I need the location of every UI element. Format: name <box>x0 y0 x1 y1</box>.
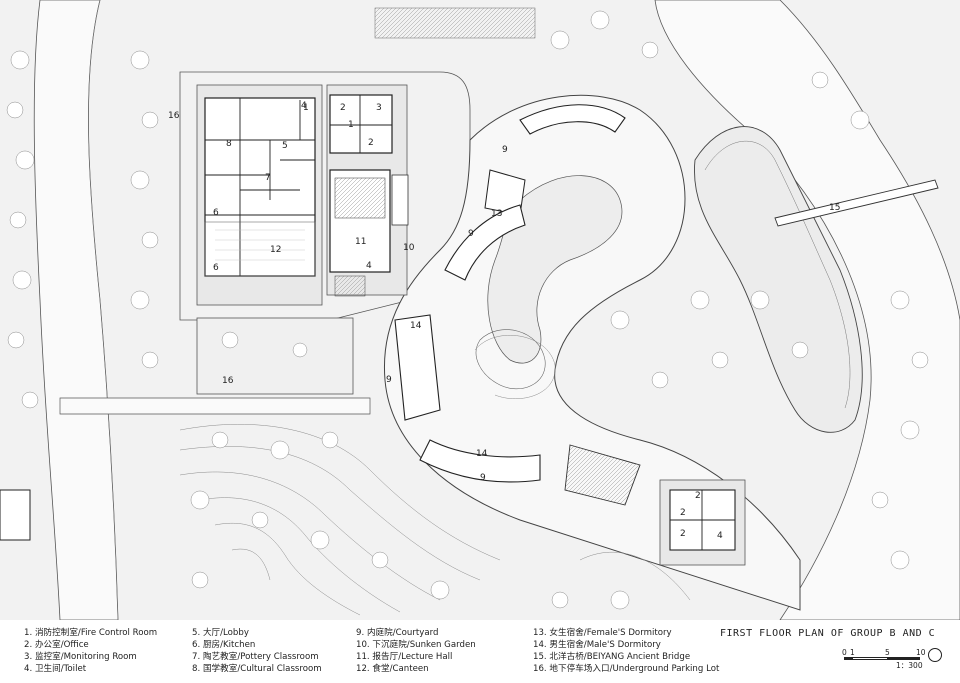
legend-item-16: 16. 地下停车场入口/Underground Parking Lot <box>533 664 720 674</box>
legend-item-15: 15. 北洋古桥/BEIYANG Ancient Bridge <box>533 652 691 662</box>
group-c-building <box>326 84 409 297</box>
road-west <box>59 397 371 415</box>
room-label-5: 6 <box>213 208 219 218</box>
plan-title: FIRST FLOOR PLAN OF GROUP B AND C <box>720 628 936 639</box>
scale-tick-5: 5 <box>885 648 890 657</box>
room-label-13: 11 <box>355 237 366 247</box>
room-label-25: 2 <box>695 491 701 501</box>
room-label-27: 2 <box>680 529 686 539</box>
scale-seg-2 <box>852 657 888 660</box>
room-label-12: 2 <box>368 138 374 148</box>
room-label-3: 5 <box>282 141 288 151</box>
legend-item-14: 14. 男生宿舍/Male'S Dormitory <box>533 640 661 650</box>
room-label-20: 9 <box>386 375 392 385</box>
scale-tick-0: 0 <box>842 648 847 657</box>
scale-bar: 0 1 5 10 1：300 <box>842 648 932 670</box>
north-arrow-icon <box>928 648 942 662</box>
room-label-23: 9 <box>480 473 486 483</box>
legend-item-5: 5. 大厅/Lobby <box>192 628 249 638</box>
room-label-24: 15 <box>829 203 840 213</box>
room-label-8: 1 <box>348 120 354 130</box>
room-label-2: 8 <box>226 139 232 149</box>
island <box>694 126 863 433</box>
scale-tick-10: 10 <box>916 648 926 657</box>
legend-item-2: 2. 办公室/Office <box>24 640 89 650</box>
room-label-28: 4 <box>717 531 723 541</box>
legend-item-7: 7. 陶艺教室/Pottery Classroom <box>192 652 319 662</box>
legend-item-6: 6. 厨房/Kitchen <box>192 640 256 650</box>
trees <box>6 10 929 610</box>
legend-item-10: 10. 下沉庭院/Sunken Garden <box>356 640 476 650</box>
legend-item-4: 4. 卫生间/Toilet <box>24 664 87 674</box>
legend-item-3: 3. 监控室/Monitoring Room <box>24 652 137 662</box>
legend-item-11: 11. 报告厅/Lecture Hall <box>356 652 453 662</box>
room-label-4: 7 <box>265 173 271 183</box>
office-building-se <box>659 479 746 566</box>
room-label-9: 2 <box>340 103 346 113</box>
parking-lot <box>196 317 354 395</box>
scale-seg-3 <box>888 657 920 660</box>
room-label-18: 9 <box>468 229 474 239</box>
dormitory-curved-building <box>394 104 626 483</box>
room-label-6: 12 <box>270 245 281 255</box>
legend: 1. 消防控制室/Fire Control Room 2. 办公室/Office… <box>0 620 960 683</box>
scale-seg-1 <box>844 657 852 660</box>
west-building <box>0 489 31 541</box>
room-label-22: 14 <box>476 449 488 459</box>
room-label-11: 1 <box>303 103 309 113</box>
legend-item-12: 12. 食堂/Canteen <box>356 664 429 674</box>
legend-item-1: 1. 消防控制室/Fire Control Room <box>24 628 158 638</box>
north-structure <box>374 7 536 39</box>
legend-item-13: 13. 女生宿舍/Female'S Dormitory <box>533 628 672 638</box>
scale-tick-1: 1 <box>850 648 855 657</box>
scale-ratio: 1：300 <box>896 661 923 670</box>
room-label-10: 3 <box>376 103 382 113</box>
room-label-19: 14 <box>410 321 422 331</box>
ancient-bridge <box>774 179 939 227</box>
room-label-16: 9 <box>502 145 508 155</box>
room-label-26: 2 <box>680 508 686 518</box>
group-b-building <box>196 84 323 306</box>
canteen-fan <box>564 444 641 506</box>
room-label-21: 16 <box>222 376 234 386</box>
room-label-1: 16 <box>168 111 180 121</box>
room-label-29: 4 <box>301 101 307 111</box>
legend-item-9: 9. 内庭院/Courtyard <box>356 628 439 638</box>
room-label-7: 6 <box>213 263 219 273</box>
legend-item-8: 8. 国学教室/Cultural Classroom <box>192 664 322 674</box>
room-label-15: 4 <box>366 261 372 271</box>
room-label-14: 10 <box>403 243 415 253</box>
contour-lines <box>179 424 691 616</box>
room-label-17: 13 <box>491 209 502 219</box>
